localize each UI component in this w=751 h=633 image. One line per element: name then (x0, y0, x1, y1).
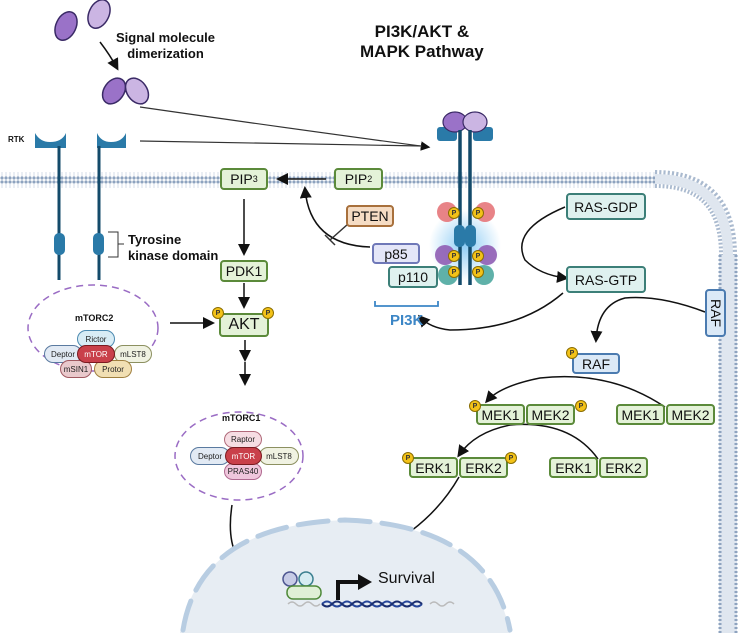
mtorc2-complex-border (27, 284, 159, 372)
mek2-inactive-node[interactable]: MEK2 (666, 404, 715, 425)
receptor-phospho-2: P (472, 207, 484, 219)
page-title: PI3K/AKT & MAPK Pathway (360, 22, 484, 62)
tyrosine-kinase-label: Tyrosine kinase domain (128, 232, 218, 264)
mtorc1-mtor[interactable]: mTOR (225, 447, 262, 465)
mek2-active-node[interactable]: MEK2 (526, 404, 575, 425)
p110-node[interactable]: p110 (388, 266, 438, 288)
rtk-monomer-2 (93, 133, 126, 280)
dimer-to-receptor-line (139, 106, 431, 151)
p85-node[interactable]: p85 (372, 243, 420, 264)
ligand-dimer-light (124, 77, 150, 105)
tk-label-line2: kinase domain (128, 248, 219, 263)
nucleus (180, 520, 510, 633)
erk2-active-node[interactable]: ERK2 (459, 457, 508, 478)
transcription-factor-2 (298, 571, 314, 587)
cell-membrane-vertical (719, 255, 737, 633)
ligand-monomer-light (87, 0, 111, 29)
mek-to-erk-arrow (457, 423, 599, 460)
raf-membrane-node[interactable]: RAF (705, 289, 726, 337)
mek1-phospho: P (469, 400, 481, 412)
receptor-phospho-5: P (448, 266, 460, 278)
erk1-phospho: P (402, 452, 414, 464)
mtorc2-protor[interactable]: Protor (94, 360, 132, 378)
mtorc2-mlst8[interactable]: mLST8 (114, 345, 152, 363)
transcription-factor-1 (282, 571, 298, 587)
mtorc1-pras40[interactable]: PRAS40 (224, 463, 262, 480)
pten-node[interactable]: PTEN (346, 205, 394, 227)
mtorc1-mlst8[interactable]: mLST8 (259, 447, 299, 465)
akt-node[interactable]: AKT (219, 313, 269, 337)
ligand-dimer-dark (101, 77, 127, 105)
ras-gtp-node[interactable]: RAS-GTP (566, 266, 646, 293)
akt-phospho-left: P (212, 307, 224, 319)
signal-label-line2: dimerization (127, 46, 204, 61)
title-line-1: PI3K/AKT & (374, 22, 470, 41)
survival-label: Survival (378, 570, 435, 587)
mtorc2-mtor[interactable]: mTOR (77, 345, 115, 363)
tk-label-line1: Tyrosine (128, 232, 182, 247)
pi3k-bracket (374, 301, 439, 307)
akt-phospho-right: P (262, 307, 274, 319)
rtk-label: RTK (8, 135, 25, 144)
erk2-inactive-node[interactable]: ERK2 (599, 457, 648, 478)
erk1-active-node[interactable]: ERK1 (409, 457, 458, 478)
raf-to-raf-arrow (590, 296, 706, 343)
pdk1-node[interactable]: PDK1 (220, 260, 268, 282)
mtorc1-title: mTORC1 (222, 413, 261, 423)
ras-gdp-node[interactable]: RAS-GDP (566, 193, 646, 220)
dimerization-arrow (99, 41, 119, 71)
rtk-to-receptor-line (139, 140, 423, 147)
raf-active-node[interactable]: RAF (572, 353, 620, 374)
signal-label: Signal molecule dimerization (116, 30, 215, 62)
mtorc2-msin1[interactable]: mSIN1 (60, 360, 92, 378)
raf-membrane-text: RAF (707, 299, 724, 327)
raf-to-mek-arrow (485, 375, 666, 408)
rasgdp-to-rasgtp-arrow (521, 206, 569, 283)
mtorc1-deptor[interactable]: Deptor (190, 447, 230, 465)
erk2-phospho: P (505, 452, 517, 464)
rtk-monomer-1 (35, 133, 66, 280)
erk1-inactive-node[interactable]: ERK1 (549, 457, 598, 478)
receptor-phospho-4: P (472, 250, 484, 262)
pip3-text: PIP (230, 171, 253, 187)
pip2-sub: 2 (367, 174, 373, 184)
pip2-text: PIP (344, 171, 368, 187)
receptor-phospho-6: P (472, 266, 484, 278)
title-line-2: MAPK Pathway (360, 42, 484, 61)
pi3k-to-pip-arrow (299, 186, 371, 248)
pten-inhibition (324, 223, 349, 246)
mek2-phospho: P (575, 400, 587, 412)
receptor-phospho-1: P (448, 207, 460, 219)
raf-phospho: P (566, 347, 578, 359)
activated-receptor (429, 111, 501, 285)
mtorc1-complex-border (174, 411, 304, 501)
cell-membrane (0, 170, 655, 188)
transcription-start-arrow (336, 580, 360, 600)
mek1-inactive-node[interactable]: MEK1 (616, 404, 665, 425)
receptor-phospho-3: P (448, 250, 460, 262)
rasgtp-to-pi3k-arrow (417, 292, 564, 331)
transcription-factor-3 (286, 585, 322, 600)
signal-label-line1: Signal molecule (116, 30, 215, 45)
pip3-sub: 3 (252, 174, 258, 184)
mek1-active-node[interactable]: MEK1 (476, 404, 525, 425)
pi3k-label: PI3K (390, 312, 424, 329)
tk-domain-bracket (108, 231, 124, 258)
mtorc2-title: mTORC2 (75, 313, 114, 323)
dna-helix-gray (287, 601, 455, 607)
nuclear-envelope (180, 517, 513, 633)
ligand-monomer-dark (54, 11, 78, 41)
mtorc1-raptor[interactable]: Raptor (224, 431, 262, 448)
